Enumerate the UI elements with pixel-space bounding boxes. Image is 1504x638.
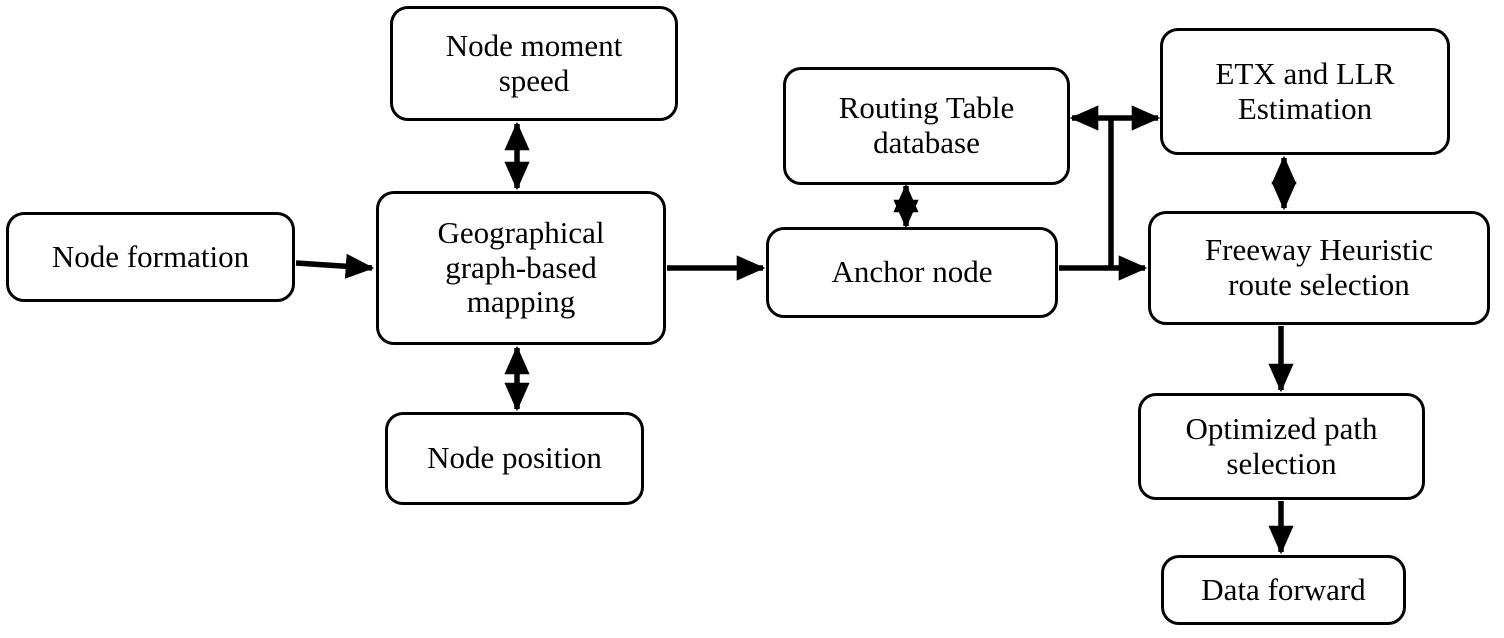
node-label-geographical-graph-based-mapping: Geographical graph-based mapping	[437, 214, 605, 320]
node-label-freeway-heuristic-route-selection: Freeway Heuristic route selection	[1204, 232, 1434, 302]
node-box-geographical-graph-based-mapping[interactable]: Geographical graph-based mapping	[376, 191, 666, 345]
node-label-data-forward: Data forward	[1201, 571, 1366, 607]
node-box-anchor-node[interactable]: Anchor node	[766, 227, 1058, 318]
node-label-optimized-path-selection: Optimized path selection	[1185, 410, 1378, 481]
node-label-routing-table-database: Routing Table database	[838, 90, 1015, 160]
node-box-node-formation[interactable]: Node formation	[6, 212, 295, 302]
node-label-anchor-node: Anchor node	[831, 254, 993, 290]
node-box-optimized-path-selection[interactable]: Optimized path selection	[1138, 393, 1425, 500]
node-box-etx-and-llr-estimation[interactable]: ETX and LLR Estimation	[1160, 28, 1450, 155]
node-label-node-formation: Node formation	[51, 238, 250, 274]
node-label-node-position: Node position	[427, 440, 602, 476]
node-label-node-moment-speed: Node moment speed	[445, 27, 623, 98]
arrow-node-formation-to-mapping	[295, 253, 375, 279]
node-box-data-forward[interactable]: Data forward	[1161, 555, 1406, 625]
node-box-node-position[interactable]: Node position	[385, 412, 644, 505]
node-box-freeway-heuristic-route-selection[interactable]: Freeway Heuristic route selection	[1148, 211, 1490, 325]
node-label-etx-and-llr-estimation: ETX and LLR Estimation	[1215, 55, 1395, 126]
node-box-node-moment-speed[interactable]: Node moment speed	[390, 6, 678, 121]
node-box-routing-table-database[interactable]: Routing Table database	[783, 67, 1070, 185]
